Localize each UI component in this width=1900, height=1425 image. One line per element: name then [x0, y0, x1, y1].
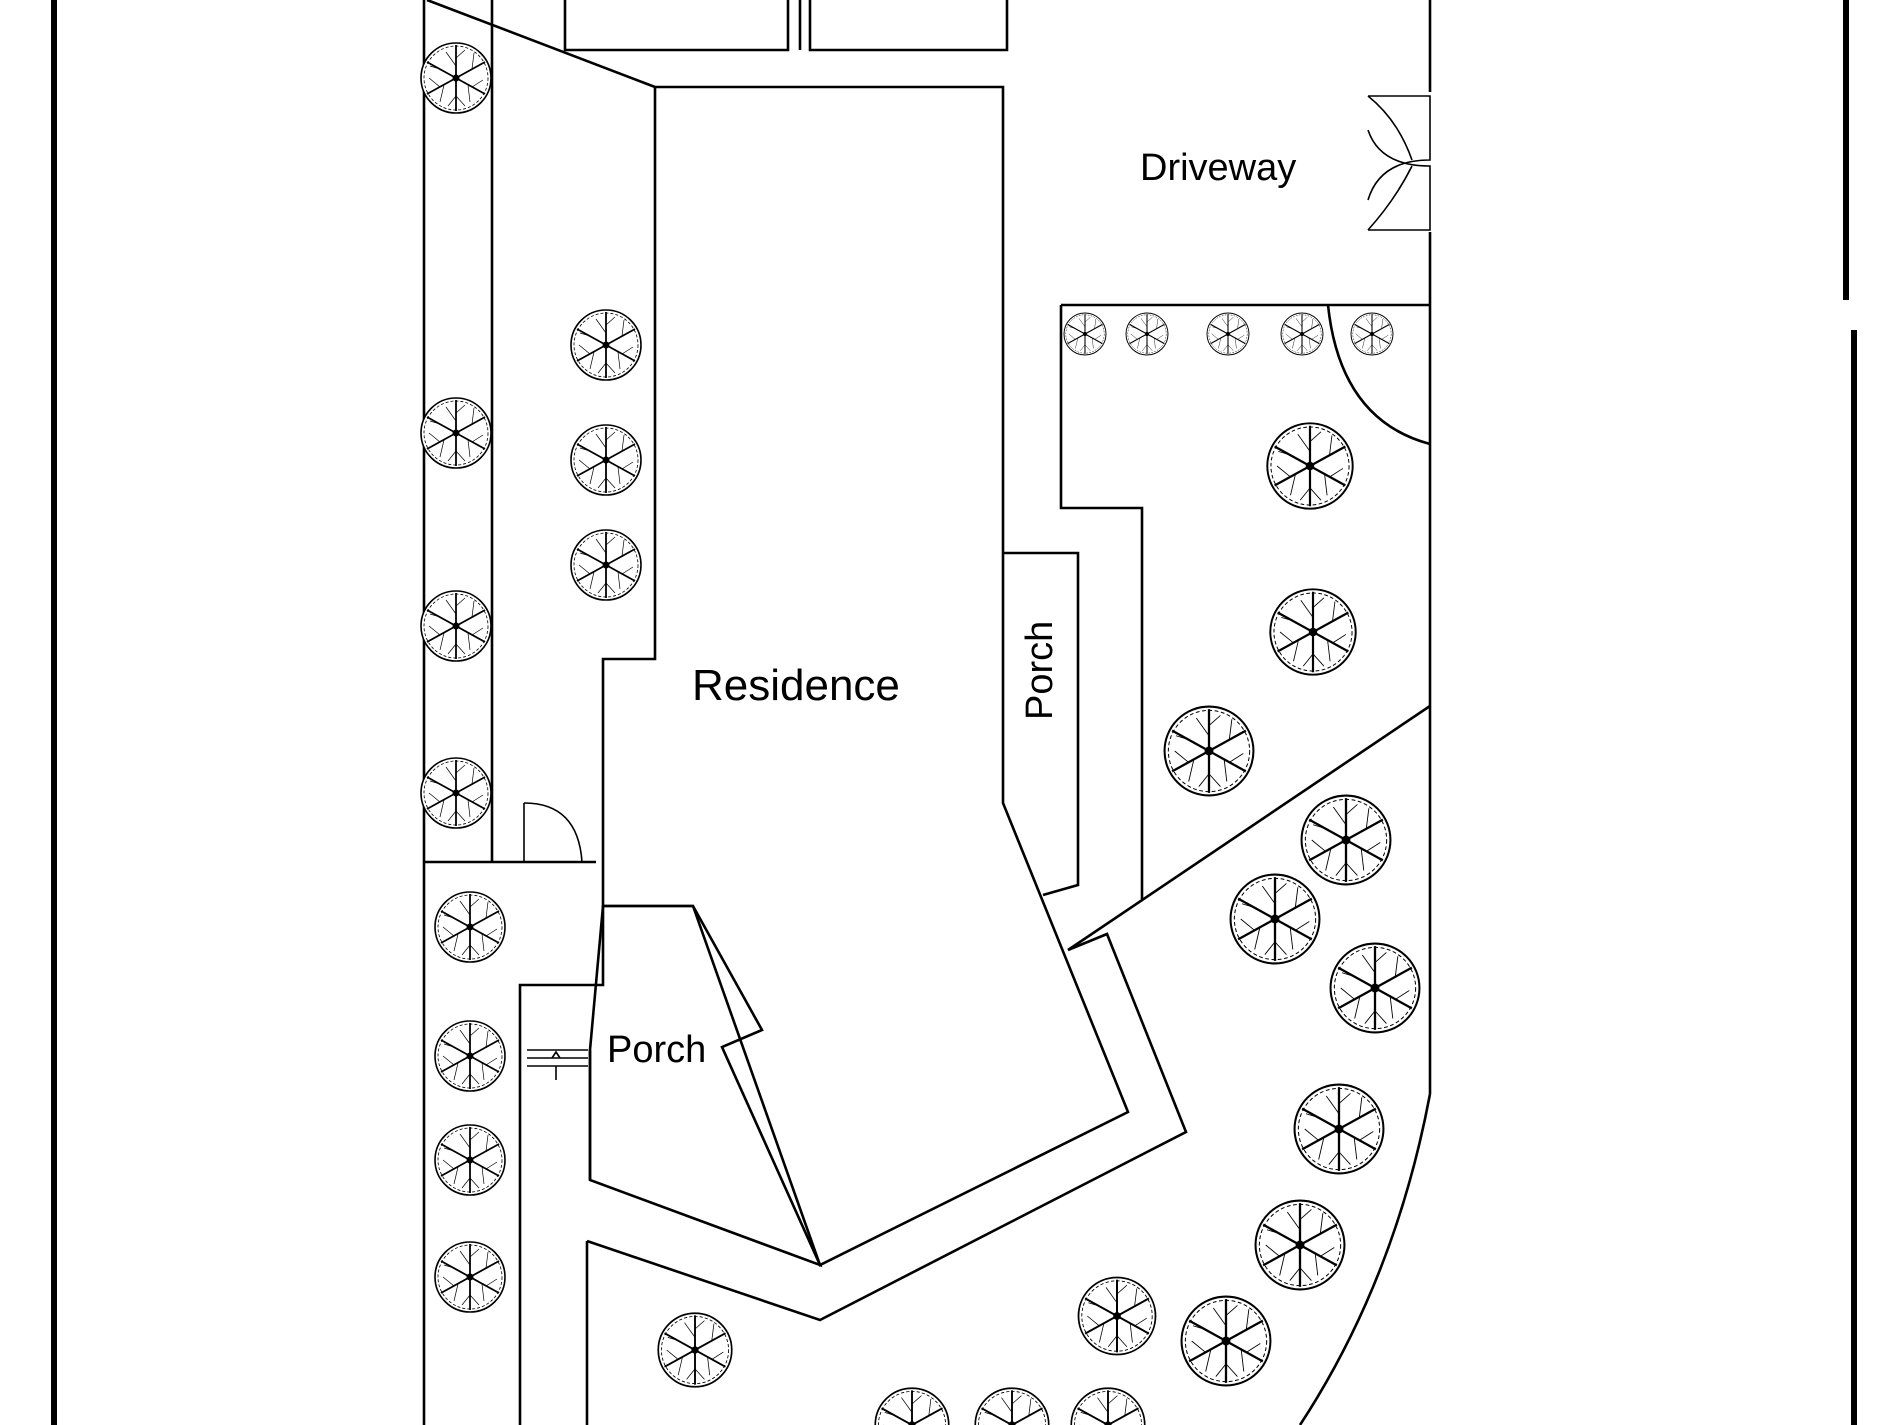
- steps-icon: [527, 1049, 588, 1080]
- tree-icon: [1063, 312, 1107, 356]
- west-planting-strip: [422, 0, 596, 1425]
- tree-icon: [420, 42, 492, 114]
- driveway-area: [1061, 0, 1432, 307]
- tree-icon: [1280, 312, 1324, 356]
- label-residence: Residence: [692, 661, 900, 710]
- east-garden: [1059, 304, 1432, 1425]
- tree-icon: [1163, 705, 1255, 797]
- tree-icon: [1254, 1199, 1346, 1291]
- tree-icon: [1350, 312, 1394, 356]
- tree-icon: [657, 1312, 733, 1388]
- tree-icon: [434, 1020, 506, 1092]
- residence-outline: [426, 0, 1130, 1267]
- driveway-gate: [1367, 95, 1431, 231]
- tree-icon: [1266, 422, 1354, 510]
- tree-icon: [570, 309, 642, 381]
- tree-icon: [874, 1387, 950, 1425]
- tree-icon: [1125, 312, 1169, 356]
- tree-icon: [1329, 942, 1421, 1034]
- tree-icon: [570, 529, 642, 601]
- tree-icon: [434, 891, 506, 963]
- tree-icon: [1269, 588, 1357, 676]
- label-driveway: Driveway: [1140, 147, 1296, 189]
- porch-east-outline: [1003, 551, 1080, 897]
- porch-south-outline: [588, 904, 823, 1268]
- tree-icon: [434, 1124, 506, 1196]
- tree-icon: [1077, 1276, 1157, 1356]
- tree-icon: [420, 590, 492, 662]
- tree-icon: [974, 1387, 1050, 1425]
- walkway: [518, 906, 1188, 1425]
- tree-icon: [434, 1241, 506, 1313]
- tree-icon: [420, 397, 492, 469]
- north-structure: [563, 0, 1009, 52]
- tree-icon: [1229, 873, 1321, 965]
- tree-icon: [1206, 312, 1250, 356]
- tree-icon: [570, 424, 642, 496]
- side-door: [523, 802, 583, 863]
- label-porch-east: Porch: [1019, 621, 1061, 720]
- label-porch-south: Porch: [607, 1029, 706, 1071]
- tree-icon: [420, 757, 492, 829]
- tree-icon: [1293, 1083, 1385, 1175]
- tree-icon: [1180, 1295, 1272, 1387]
- tree-icon: [1070, 1387, 1146, 1425]
- trees: [420, 42, 1421, 1425]
- property-boundary: [51, 0, 1857, 1425]
- tree-icon: [1300, 794, 1392, 886]
